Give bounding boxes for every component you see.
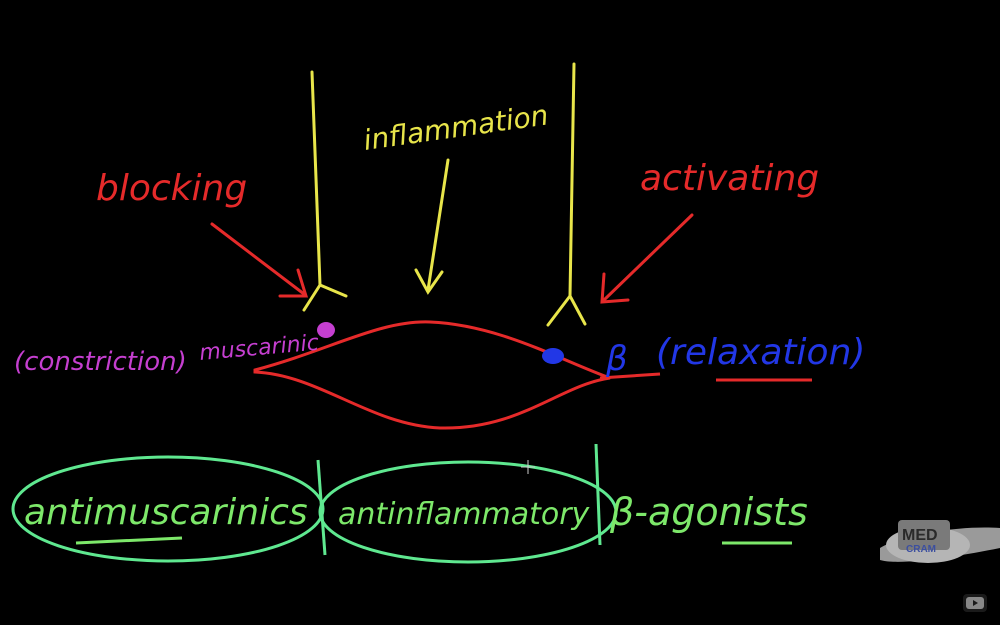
muscarinic-label: muscarinic	[198, 331, 319, 366]
play-icon	[966, 597, 984, 609]
divider-left	[316, 459, 327, 556]
svg-text:MED: MED	[902, 527, 938, 544]
blocking-arrow	[210, 222, 309, 298]
right-nerve	[546, 62, 587, 327]
left-nerve	[302, 70, 348, 312]
beta-agonists-label: β-agonists	[609, 490, 808, 534]
cursor-icon	[521, 460, 535, 474]
activating-arrow	[600, 213, 694, 304]
activating-label: activating	[640, 158, 819, 199]
youtube-button[interactable]	[963, 594, 987, 612]
blocking-label: blocking	[96, 168, 247, 209]
svg-text:CRAM: CRAM	[906, 544, 936, 555]
divider-right	[594, 443, 602, 546]
beta-label: β	[605, 339, 628, 379]
antiinflammatory-label: antinflammatory	[338, 497, 591, 532]
inflammation-arrow	[414, 158, 450, 295]
antimuscarinics-underline	[75, 536, 183, 545]
relaxation-label: (relaxation)	[656, 332, 865, 373]
antimuscarinics-label: antimuscarinics	[24, 492, 308, 533]
cell-tail-right	[599, 372, 661, 380]
medcram-logo: MED CRAM	[880, 520, 1000, 563]
beta-receptor	[542, 348, 564, 364]
constriction-label: (constriction)	[14, 347, 187, 377]
inflammation-label: inflammation	[361, 98, 550, 157]
antiinflammatory-oval	[318, 460, 618, 564]
muscarinic-receptor	[317, 322, 335, 338]
